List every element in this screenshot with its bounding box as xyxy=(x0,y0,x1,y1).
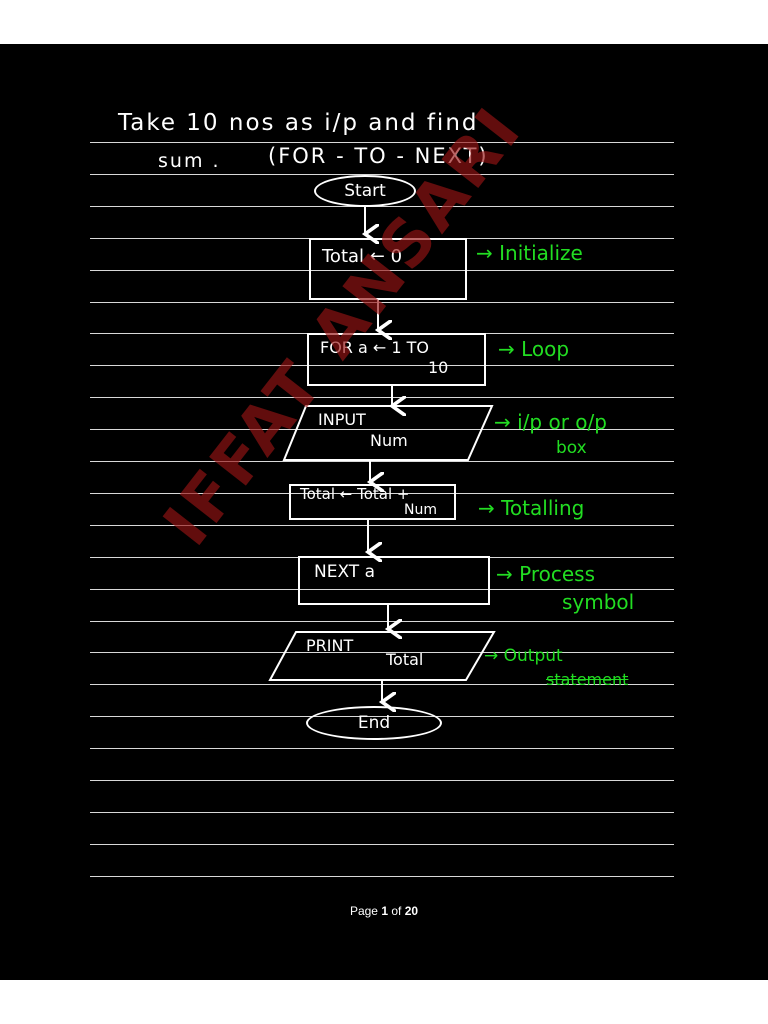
page-prefix: Page xyxy=(349,904,378,918)
input-label-line-2: Num xyxy=(370,431,408,450)
page-total: 20 xyxy=(404,904,419,918)
ruled-line xyxy=(90,876,674,877)
ruled-line xyxy=(90,525,674,526)
init-label: Total ← 0 xyxy=(322,246,403,267)
ruled-line xyxy=(90,429,674,430)
title-line-2-right: (FOR - TO - NEXT) xyxy=(268,144,489,168)
page-of: of xyxy=(391,904,402,918)
init-process-box xyxy=(309,238,467,300)
ruled-line xyxy=(90,302,674,303)
print-label-line-1: PRINT xyxy=(306,636,354,655)
totalling-label-line-2: Num xyxy=(404,502,437,518)
ruled-line xyxy=(90,206,674,207)
annotation-output-line-1: → Output xyxy=(484,646,563,666)
flow-connectors xyxy=(268,206,496,980)
ruled-line xyxy=(90,365,674,366)
totalling-process-box xyxy=(289,484,456,520)
loop-process-box xyxy=(307,333,486,386)
loop-label-line-2: 10 xyxy=(428,358,449,377)
ruled-line xyxy=(90,493,674,494)
annotation-initialize: → Initialize xyxy=(476,241,583,265)
ruled-line xyxy=(90,621,674,622)
loop-label-line-1: FOR a ← 1 TO xyxy=(320,338,430,357)
next-label: NEXT a xyxy=(314,562,376,582)
ruled-line xyxy=(90,461,674,462)
annotation-loop: → Loop xyxy=(498,337,570,361)
totalling-label-line-1: Total ← Total + xyxy=(300,485,410,503)
annotation-io-line-2: box xyxy=(556,438,587,458)
ruled-line xyxy=(90,780,674,781)
annotation-io-line-1: → i/p or o/p xyxy=(494,410,607,434)
ruled-line xyxy=(90,270,674,271)
ruled-line xyxy=(90,748,674,749)
input-label-line-1: INPUT xyxy=(318,410,366,429)
end-terminator: End xyxy=(306,706,442,740)
ruled-line xyxy=(90,652,674,653)
start-label: Start xyxy=(344,181,386,201)
end-label: End xyxy=(357,713,391,733)
start-terminator: Start xyxy=(314,175,416,207)
ruled-line xyxy=(90,812,674,813)
print-label-line-2: Total xyxy=(386,650,424,669)
annotation-process-line-2: symbol xyxy=(562,590,635,614)
notebook-page: Take 10 nos as i/p and find sum . (FOR -… xyxy=(0,44,768,980)
ruled-line xyxy=(90,174,674,175)
ruled-line xyxy=(90,589,674,590)
ruled-line xyxy=(90,397,674,398)
annotation-output-line-2: statement xyxy=(546,670,629,689)
print-parallelogram xyxy=(268,631,496,681)
page-footer: Page 1 of 20 xyxy=(0,904,768,918)
page-current: 1 xyxy=(381,904,388,918)
next-process-box xyxy=(298,556,490,605)
ruled-line xyxy=(90,142,674,143)
ruled-line xyxy=(90,844,674,845)
annotation-totalling: → Totalling xyxy=(478,496,585,520)
title-line-1: Take 10 nos as i/p and find xyxy=(118,110,479,136)
input-parallelogram xyxy=(282,405,494,461)
title-line-2-left: sum . xyxy=(158,150,221,172)
annotation-process-line-1: → Process xyxy=(496,562,595,586)
